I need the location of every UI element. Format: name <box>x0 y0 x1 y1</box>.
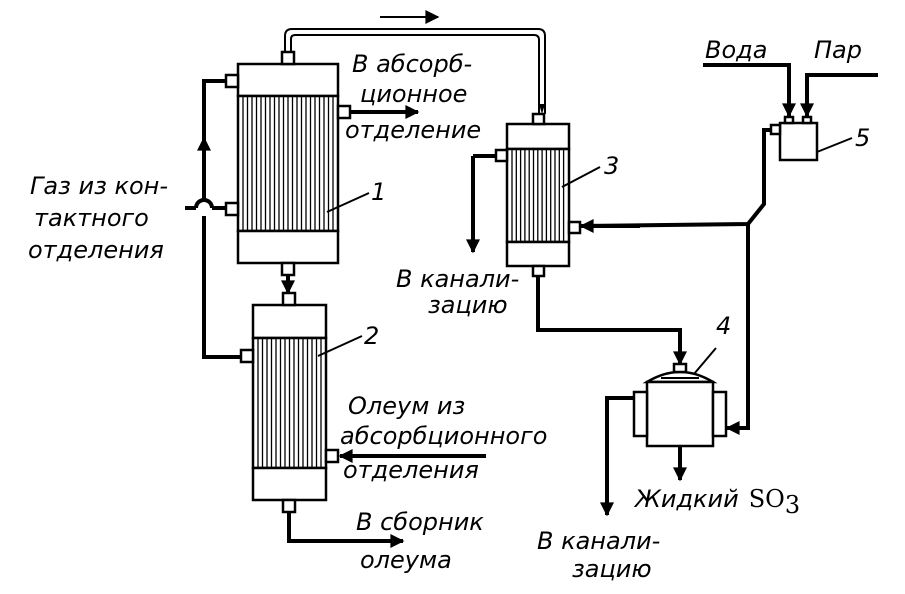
labels: Газ из кон- тактного отделения В абсорб-… <box>28 36 870 583</box>
collector-label-line2: олеума <box>360 546 452 574</box>
liquid-so3-formula: SO <box>749 485 785 513</box>
sewer-label-2-line2: зацию <box>572 555 652 583</box>
water-label: Вода <box>705 36 767 64</box>
separator-4 <box>632 362 728 448</box>
absorption-label-line2: ционное <box>360 80 467 108</box>
absorption-label-line3: отделение <box>345 116 481 144</box>
unit-number-4: 4 <box>716 312 731 340</box>
pipelines <box>185 10 878 548</box>
oleum-inlet-label-line3: отделения <box>343 456 479 484</box>
heat-exchanger-2 <box>239 291 340 514</box>
gas-inlet-label-line1: Газ из кон- <box>30 172 168 200</box>
liquid-so3-subscript: 3 <box>785 491 800 519</box>
unit-number-3: 3 <box>604 152 619 180</box>
liquid-so3-word: Жидкий <box>633 485 739 513</box>
steam-label: Пар <box>814 36 862 64</box>
unit-number-5: 5 <box>855 124 870 152</box>
unit-number-1: 1 <box>371 178 386 206</box>
mixer-5 <box>769 115 819 162</box>
gas-inlet-label-line3: отделения <box>28 236 164 264</box>
heat-exchanger-1 <box>224 50 352 277</box>
gas-inlet-label-line2: тактного <box>34 204 149 232</box>
leader-lines <box>317 137 853 375</box>
oleum-inlet-label-line2: абсорбционного <box>340 422 547 450</box>
liquid-so3-label: Жидкий SO3 <box>633 485 800 519</box>
oleum-inlet-label-line1: Олеум из <box>348 392 465 420</box>
absorption-label-line1: В абсорб- <box>352 50 472 78</box>
condenser-3 <box>494 112 582 278</box>
unit-number-2: 2 <box>364 322 379 350</box>
sewer-label-1-line1: В канали- <box>396 265 519 293</box>
sewer-label-2-line1: В канали- <box>537 527 660 555</box>
sewer-label-1-line2: зацию <box>428 291 508 319</box>
collector-label-line1: В сборник <box>356 508 484 536</box>
